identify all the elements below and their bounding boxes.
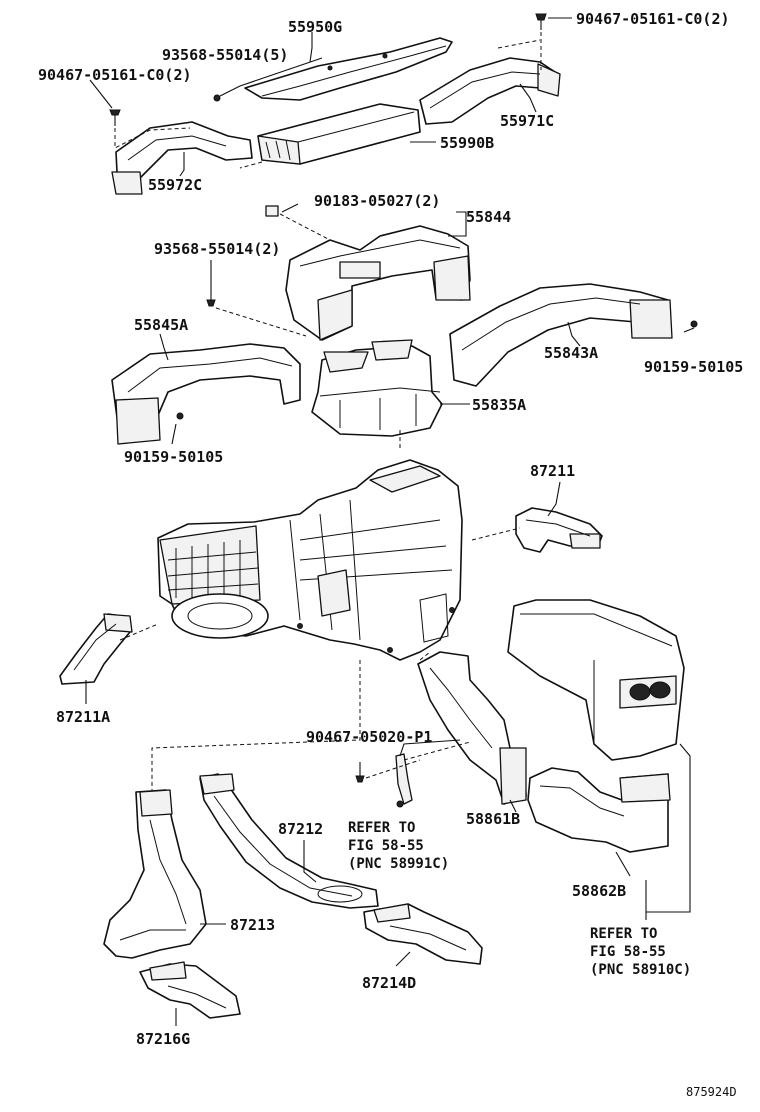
label-87211: 87211: [530, 462, 575, 480]
screw-icon: [206, 260, 216, 307]
figure-id: 875924D: [686, 1085, 737, 1099]
note-refer-a-line1: REFER TO: [348, 820, 415, 836]
label-90467-05161-c0-left: 90467-05161-C0(2): [38, 66, 192, 84]
label-55845A: 55845A: [134, 316, 188, 334]
label-58862B: 58862B: [572, 882, 626, 900]
part-55972C: [111, 121, 253, 195]
label-55950G: 55950G: [288, 18, 342, 36]
note-refer-b-line2: FIG 58-55: [590, 944, 666, 960]
screw-icon: [109, 109, 121, 126]
label-55990B: 55990B: [440, 134, 494, 152]
part-55844: [285, 225, 471, 341]
part-87211: [515, 507, 603, 553]
part-87214D: [363, 903, 483, 965]
note-refer-b-line3: (PNC 58910C): [590, 962, 691, 978]
label-87212: 87212: [278, 820, 323, 838]
label-90467-05020-p1: 90467-05020-P1: [306, 728, 432, 746]
part-87212: [199, 773, 379, 909]
label-90467-05161-c0-top: 90467-05161-C0(2): [576, 10, 730, 28]
note-refer-b-line1: REFER TO: [590, 926, 657, 942]
part-87216G: [139, 961, 241, 1019]
label-87214D: 87214D: [362, 974, 416, 992]
screw-icon: [535, 13, 547, 30]
part-58861B: [417, 651, 527, 805]
label-55843A: 55843A: [544, 344, 598, 362]
part-55843A: [449, 283, 698, 387]
label-55971C: 55971C: [500, 112, 554, 130]
part-55835A: [311, 339, 443, 437]
part-55845A: [111, 343, 301, 445]
label-87211A: 87211A: [56, 708, 110, 726]
console-box: [507, 599, 685, 761]
label-90159-50105-right: 90159-50105: [644, 358, 743, 376]
bracket-icon: [395, 753, 413, 808]
part-87213: [103, 789, 207, 959]
part-55950G: [244, 37, 453, 101]
note-refer-a-line2: FIG 58-55: [348, 838, 424, 854]
label-87216G: 87216G: [136, 1030, 190, 1048]
part-55971C: [419, 57, 561, 125]
part-55990B: [257, 103, 421, 165]
label-55844: 55844: [466, 208, 511, 226]
label-87213: 87213: [230, 916, 275, 934]
part-87211A: [59, 613, 133, 685]
label-90183-05027: 90183-05027(2): [314, 192, 440, 210]
label-55972C: 55972C: [148, 176, 202, 194]
part-58862B: [527, 767, 671, 853]
clip-icon: [213, 94, 221, 102]
hvac-unit: [157, 459, 463, 661]
note-refer-a-line3: (PNC 58991C): [348, 856, 449, 872]
label-93568-55014-2: 93568-55014(2): [154, 240, 280, 258]
label-58861B: 58861B: [466, 810, 520, 828]
label-90159-50105-left: 90159-50105: [124, 448, 223, 466]
label-55835A: 55835A: [472, 396, 526, 414]
screw-icon: [355, 762, 365, 783]
label-93568-55014-5: 93568-55014(5): [162, 46, 288, 64]
clip-icon: [265, 205, 279, 217]
